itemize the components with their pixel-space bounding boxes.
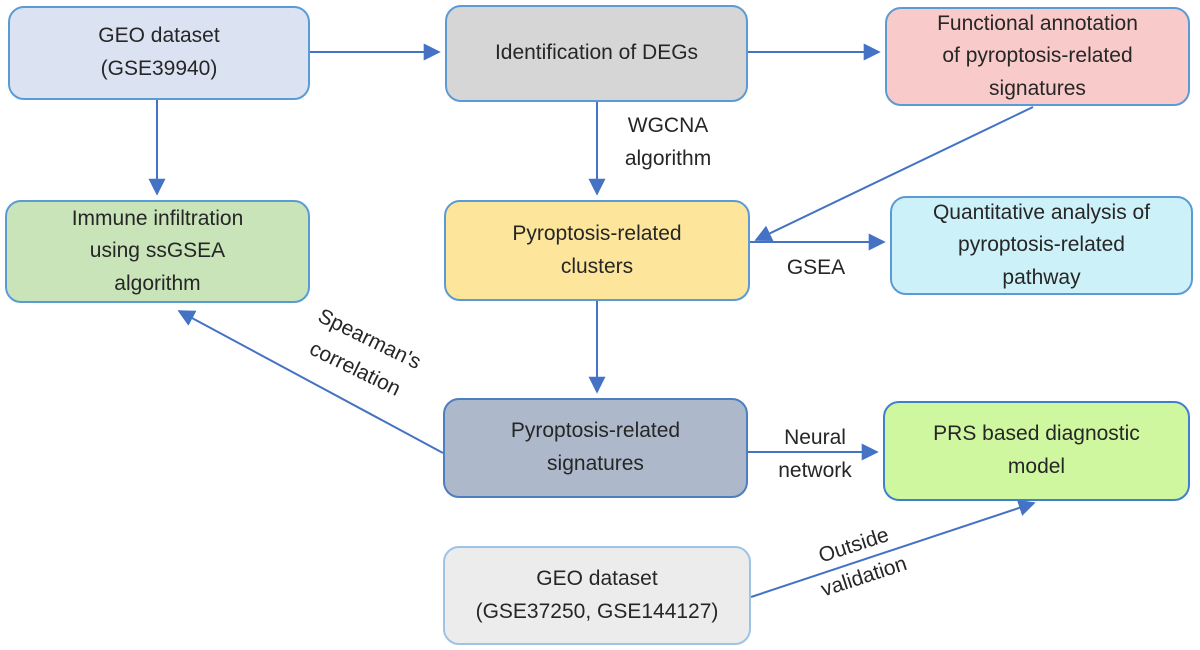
- node-geo-dataset-validation: GEO dataset (GSE37250, GSE144127): [443, 546, 751, 645]
- edge-label-gsea: GSEA: [786, 256, 846, 279]
- node-functional-annotation: Functional annotation of pyroptosis-rela…: [885, 7, 1190, 106]
- node-quantitative-analysis-pathway: Quantitative analysis of pyroptosis-rela…: [890, 196, 1193, 295]
- node-prs-diagnostic-model: PRS based diagnostic model: [883, 401, 1190, 501]
- edge-label-neural-network: Neural network: [778, 426, 852, 482]
- node-pyroptosis-related-signatures: Pyroptosis-related signatures: [443, 398, 748, 498]
- edge-label-wgcna-algorithm: WGCNA algorithm: [624, 114, 712, 170]
- edge-label-spearmans-correlation: Spearman's correlation: [306, 304, 425, 401]
- node-immune-infiltration-ssgsea: Immune infiltration using ssGSEA algorit…: [5, 200, 310, 303]
- node-pyroptosis-related-clusters: Pyroptosis-related clusters: [444, 200, 750, 301]
- node-geo-dataset-gse39940: GEO dataset (GSE39940): [8, 6, 310, 100]
- edge-label-outside-validation: Outside validation: [815, 523, 910, 601]
- node-identification-of-degs: Identification of DEGs: [445, 5, 748, 102]
